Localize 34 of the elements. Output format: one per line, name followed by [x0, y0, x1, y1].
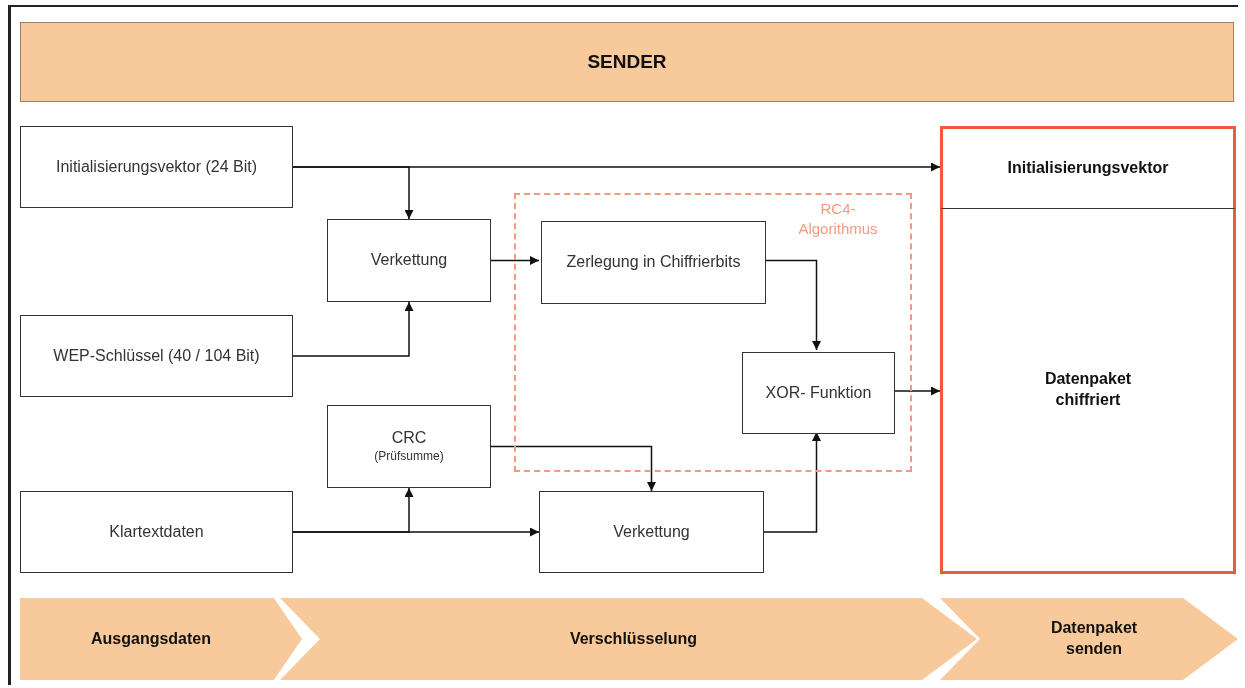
- process-box: [742, 352, 895, 434]
- dashed-group: [514, 193, 912, 472]
- box-label: Verkettung: [612, 521, 691, 542]
- arrow: [292, 166, 414, 220]
- arrow: [490, 445, 656, 492]
- chevron-step: [20, 598, 302, 680]
- process-box: [541, 221, 766, 304]
- box-label: XOR- Funktion: [764, 382, 873, 403]
- box-label: Verkettung: [369, 250, 449, 271]
- box-label: Zerlegung in Chiffrierbits: [565, 252, 742, 273]
- arrow: [490, 256, 540, 265]
- process-box: [327, 219, 491, 302]
- output-section: [940, 209, 1236, 574]
- box-label: Klartextdaten: [108, 521, 205, 542]
- arrow: [292, 527, 540, 537]
- process-box: [20, 491, 293, 573]
- process-box: [20, 315, 293, 397]
- arrow: [292, 301, 414, 357]
- process-box: [539, 491, 764, 573]
- box-label: WEP-Schlüssel (40 / 104 Bit): [52, 345, 261, 366]
- step-label: Ausgangsdaten: [91, 628, 212, 649]
- box-label: Initialisierungsvektor (24 Bit): [55, 156, 258, 177]
- output-section: [940, 126, 1236, 209]
- section-label: Initialisierungsvektor: [1007, 158, 1169, 179]
- step-label: Verschlüsselung: [568, 628, 699, 649]
- header-band: [20, 22, 1234, 102]
- header-title: SENDER: [587, 49, 667, 74]
- section-label: Datenpaket chiffriert: [1043, 369, 1133, 410]
- box-label: CRC: [390, 428, 428, 449]
- sub-label: (Prüfsumme): [373, 449, 445, 465]
- process-box: [327, 405, 491, 488]
- process-box: [20, 126, 293, 208]
- step-label: Datenpaket senden: [1049, 618, 1139, 659]
- group-label: RC4- Algorithmus: [797, 199, 879, 238]
